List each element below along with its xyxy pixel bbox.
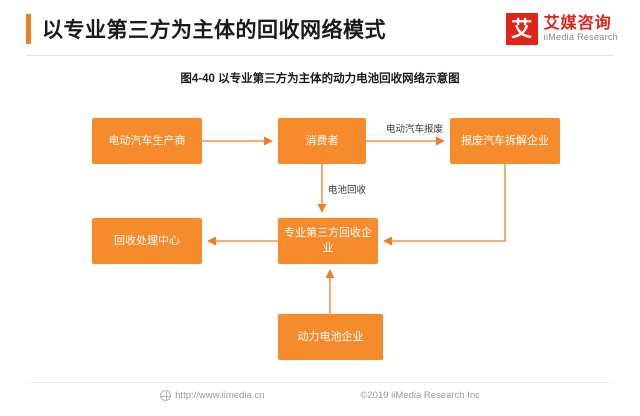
edge-label-scrap: 电动汽车报废: [386, 124, 444, 135]
page-header: 以专业第三方为主体的回收网络模式 艾 艾媒咨询 iiMedia Research: [0, 0, 640, 58]
node-battery-enterprise[interactable]: 动力电池企业: [278, 314, 383, 360]
footer-divider: [26, 382, 614, 383]
logo-name-en: iiMedia Research: [543, 32, 618, 43]
logo-name-cn: 艾媒咨询: [543, 14, 612, 32]
node-third-party-recycler[interactable]: 专业第三方回收企业: [278, 218, 378, 264]
figure-caption: 图4-40 以专业第三方为主体的动力电池回收网络示意图: [180, 73, 460, 85]
globe-icon: [160, 390, 172, 401]
page-title: 以专业第三方为主体的回收网络模式: [42, 19, 386, 42]
node-ev-producer[interactable]: 电动汽车生产商: [92, 118, 202, 164]
flow-diagram: 电动汽车生产商 消费者 报废汽车拆解企业 回收处理中心 专业第三方回收企业 动力…: [0, 96, 640, 386]
node-dismantling-firm[interactable]: 报废汽车拆解企业: [450, 118, 560, 164]
node-consumer[interactable]: 消费者: [278, 118, 366, 164]
footer-url[interactable]: http://www.iimedia.cn: [175, 390, 265, 401]
footer-url-block[interactable]: http://www.iimedia.cn: [160, 390, 264, 401]
brand-logo: 艾 艾媒咨询 iiMedia Research: [505, 10, 618, 48]
logo-text: 艾媒咨询 iiMedia Research: [544, 15, 618, 43]
diagram-connectors: [202, 136, 506, 314]
page-footer: http://www.iimedia.cn ©2019 iiMedia Rese…: [0, 382, 640, 416]
logo-mark-icon: 艾: [505, 13, 538, 45]
title-accent-bar: [26, 14, 31, 44]
edge-label-battery-recovery: 电池回收: [328, 185, 367, 196]
header-divider: [26, 55, 614, 56]
node-recycling-center[interactable]: 回收处理中心: [92, 218, 202, 264]
footer-copyright: ©2019 iiMedia Research Inc: [360, 390, 480, 401]
